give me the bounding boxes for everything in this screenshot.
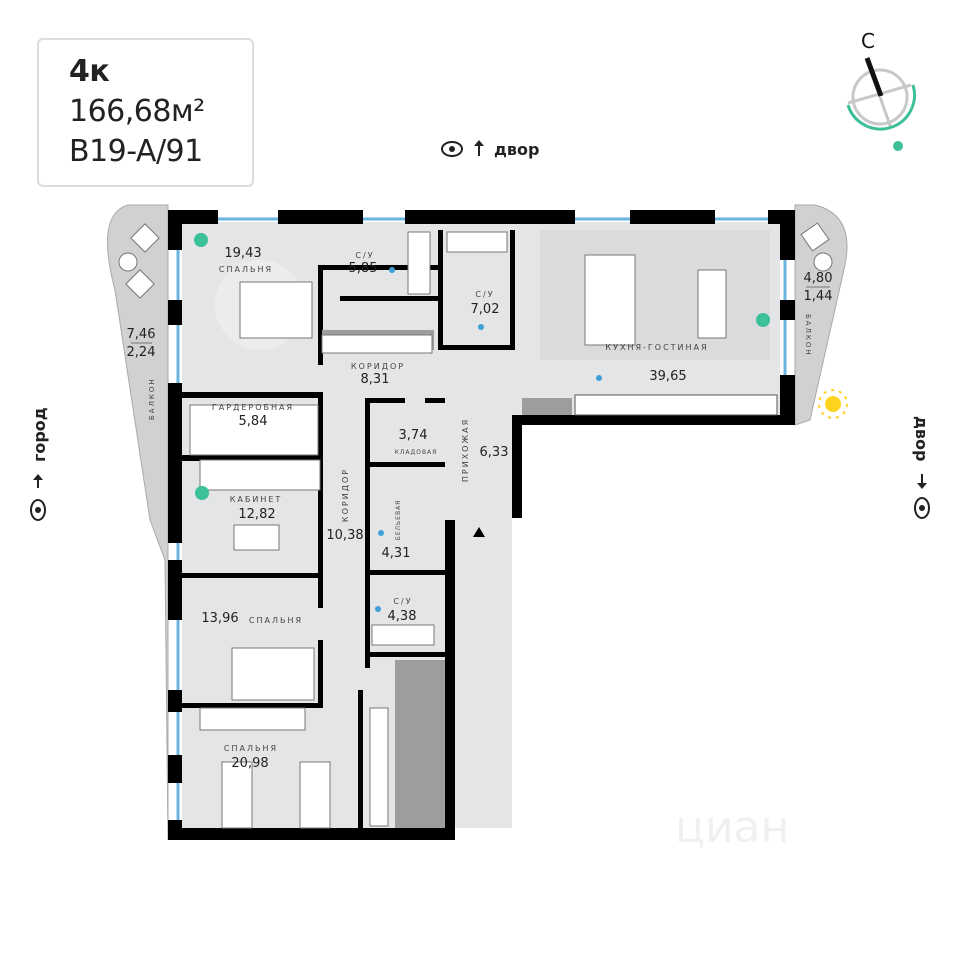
hall-label: ПРИХОЖАЯ [461, 418, 470, 482]
pantry-area: 3,74 [399, 428, 428, 443]
total-area: 166,68м² [69, 94, 205, 129]
study-label: КАБИНЕТ [230, 495, 283, 504]
balcony-right [794, 204, 848, 426]
compass-north-label: С [861, 29, 875, 53]
eye-icon [914, 497, 930, 519]
bedroom2-area: 13,96 [201, 611, 238, 626]
balcony-left-area: 7,46 [127, 327, 156, 342]
room-count: 4к [69, 54, 110, 89]
balcony-right-reduced-area: 1,44 [804, 289, 833, 304]
kitchen-area: 39,65 [649, 369, 686, 384]
arrow-up-icon [474, 140, 484, 156]
entrance-arrow-icon [473, 527, 485, 537]
view-top-label: двор [494, 140, 540, 159]
corridor2-area: 10,38 [326, 528, 363, 543]
bedroom3-area: 20,98 [231, 756, 268, 771]
balcony-right-area: 4,80 [804, 271, 833, 286]
arrow-up-icon [33, 474, 43, 488]
pantry-label: КЛАДОВАЯ [395, 449, 438, 456]
balcony-right-label: БАЛКОН [804, 314, 812, 357]
view-right-label: двор [912, 416, 931, 462]
bedroom2-label: СПАЛЬНЯ [249, 616, 303, 625]
balcony-left [106, 204, 169, 841]
apartment-number: B19-A/91 [69, 134, 203, 169]
bath1-area: 5,85 [349, 261, 378, 276]
bedroom1-area: 19,43 [224, 246, 261, 261]
bedroom1-label: СПАЛЬНЯ [219, 265, 273, 274]
furniture [189, 231, 727, 829]
study-area: 12,82 [238, 507, 275, 522]
plant-icon [194, 233, 770, 500]
bath3-area: 4,38 [388, 609, 417, 624]
view-left: город [30, 407, 49, 521]
hall-area: 6,33 [480, 445, 509, 460]
bath3-label: С/У [393, 597, 412, 606]
bedroom3-label: СПАЛЬНЯ [224, 744, 278, 753]
corridor1-label: КОРИДОР [351, 362, 405, 371]
balcony-left-reduced-area: 2,24 [127, 345, 156, 360]
balcony-furniture [118, 222, 833, 299]
linen-area: 4,31 [382, 546, 411, 561]
corridor2-label: КОРИДОР [341, 468, 350, 522]
water-drop-icon [375, 267, 602, 612]
arrow-down-icon [917, 474, 927, 489]
watermark: циан [675, 802, 789, 853]
wardrobe-area: 5,84 [239, 414, 268, 429]
bath1-label: С/У [355, 251, 374, 260]
linen-label: БЕЛЬЕВАЯ [395, 500, 402, 541]
sun-icon [818, 389, 848, 419]
apartment-info-card: 4к 166,68м² B19-A/91 [37, 38, 254, 187]
compass-icon: С [846, 29, 916, 151]
kitchen-label: КУХНЯ-ГОСТИНАЯ [605, 343, 708, 352]
view-top: двор [441, 140, 540, 159]
view-left-label: город [30, 407, 49, 462]
sun-icon [893, 141, 903, 151]
bath2-label: С/У [475, 290, 494, 299]
view-right: двор [912, 416, 931, 519]
eye-icon [441, 141, 463, 157]
corridor1-area: 8,31 [361, 372, 390, 387]
wardrobe-label: ГАРДЕРОБНАЯ [212, 403, 294, 412]
eye-icon [30, 499, 46, 521]
bath2-area: 7,02 [471, 302, 500, 317]
kitchen-counter [574, 394, 778, 416]
balcony-left-label: БАЛКОН [148, 377, 156, 420]
